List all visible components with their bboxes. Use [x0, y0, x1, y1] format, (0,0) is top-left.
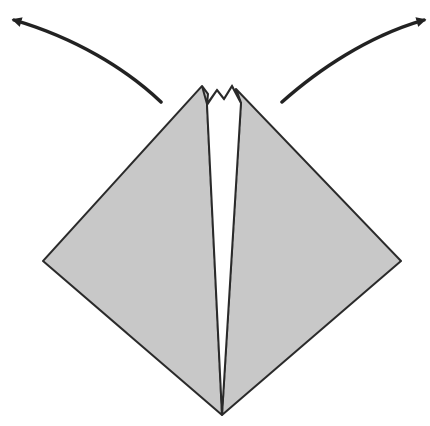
right-unfold-arrow: [282, 20, 424, 102]
left-unfold-arrow: [14, 20, 161, 102]
right-paper-flap: [222, 89, 401, 415]
left-paper-flap: [43, 86, 222, 415]
